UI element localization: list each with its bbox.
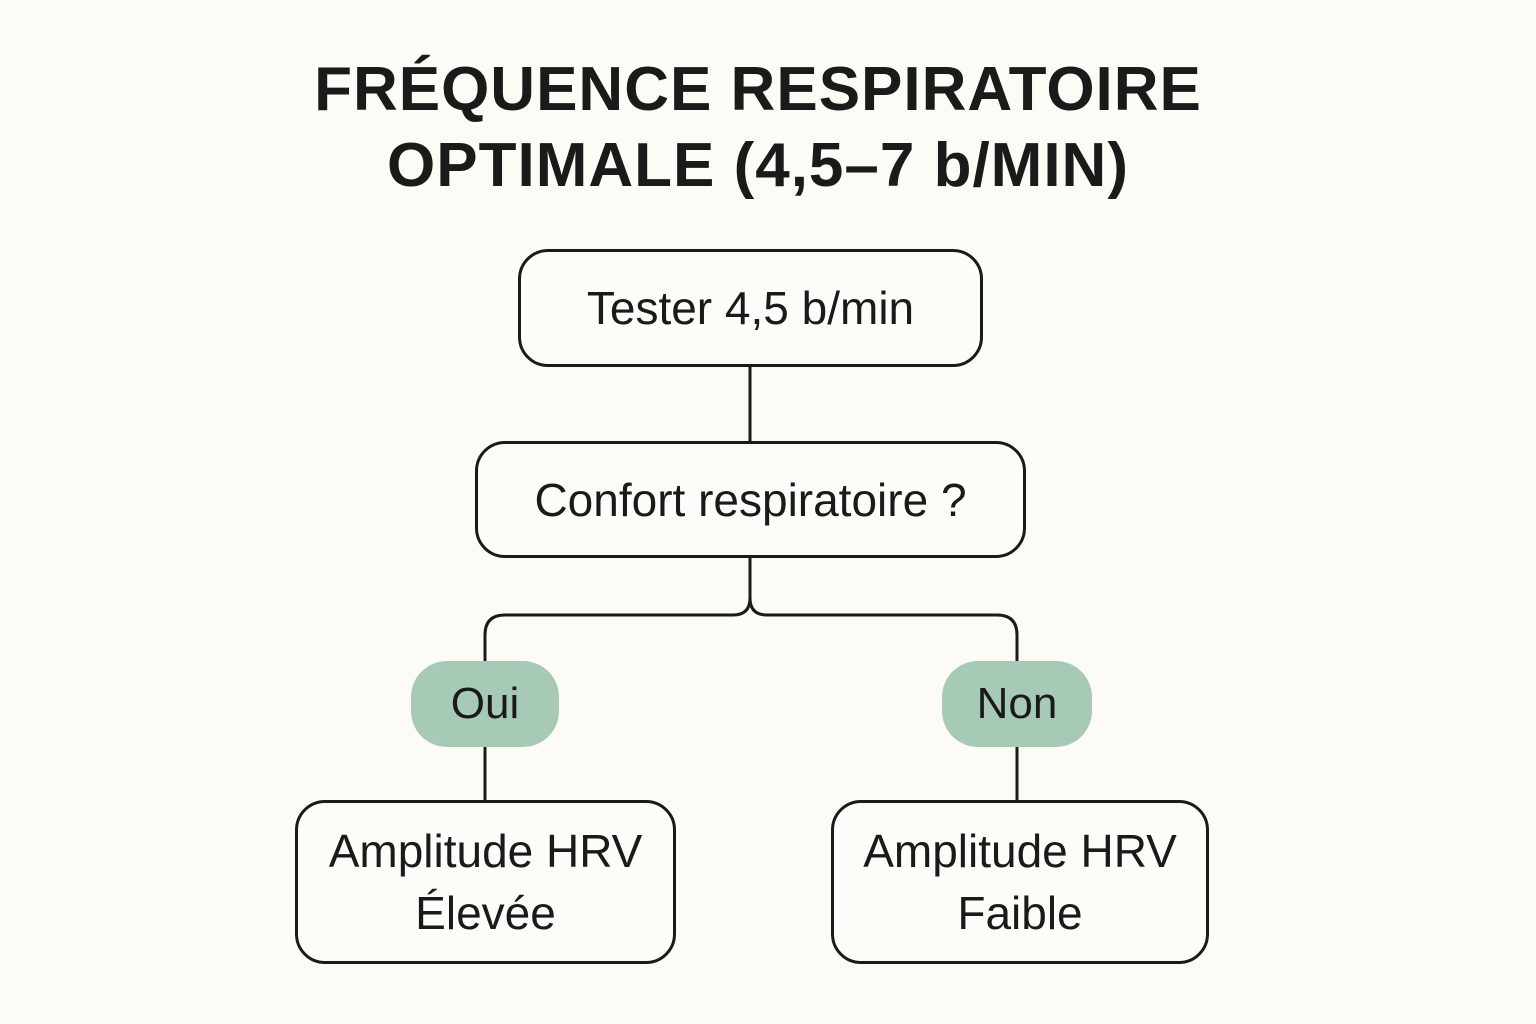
title-line-2: OPTIMALE (4,5–7 b/MIN): [387, 131, 1129, 200]
node-question-label: Confort respiratoire ?: [534, 473, 967, 526]
result-yes-line-2: Élevée: [415, 887, 556, 939]
branch-no-pill: Non: [942, 661, 1092, 747]
result-yes-line-1: Amplitude HRV: [328, 825, 643, 877]
result-no-line-2: Faible: [957, 887, 1083, 939]
node-question: Confort respiratoire ?: [475, 441, 1026, 558]
title-line-1: FRÉQUENCE RESPIRATOIRE: [314, 55, 1202, 124]
branch-yes-pill: Oui: [411, 661, 559, 747]
result-no-line-1: Amplitude HRV: [863, 825, 1177, 877]
branch-yes-label: Oui: [450, 679, 520, 728]
diagram-title: FRÉQUENCE RESPIRATOIRE OPTIMALE (4,5–7 b…: [0, 52, 1516, 204]
branch-no-label: Non: [976, 679, 1058, 728]
connector-question-branches: [483, 557, 1019, 663]
node-result-no: Amplitude HRV Faible: [831, 800, 1209, 964]
node-start-label: Tester 4,5 b/min: [586, 282, 915, 334]
node-result-yes: Amplitude HRV Élevée: [295, 800, 676, 964]
node-start: Tester 4,5 b/min: [518, 249, 983, 367]
